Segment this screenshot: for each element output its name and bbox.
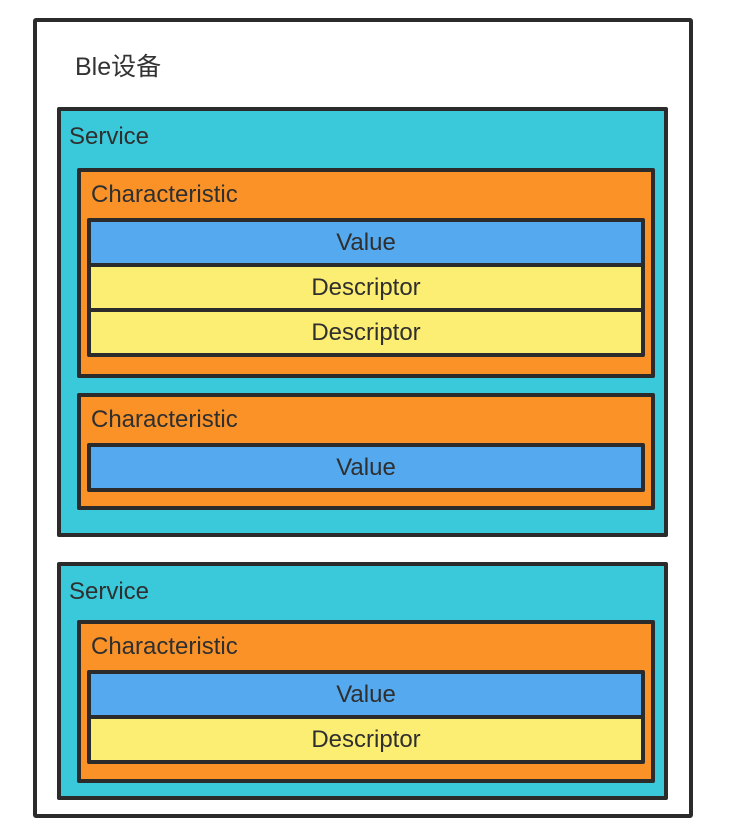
value-bar: Value	[87, 443, 645, 492]
descriptor-bar: Descriptor	[87, 715, 645, 764]
characteristic-box-1: Characteristic Value Descriptor Descript…	[77, 168, 655, 378]
characteristic-box-2: Characteristic Value	[77, 393, 655, 510]
characteristic-1-items: Value Descriptor Descriptor	[87, 218, 645, 357]
ble-device-box: Ble设备 Service Characteristic Value Descr…	[33, 18, 693, 818]
service-box-1: Service Characteristic Value Descriptor …	[57, 107, 668, 537]
characteristic-1-label: Characteristic	[91, 181, 238, 208]
service-1-label: Service	[69, 123, 150, 150]
descriptor-bar: Descriptor	[87, 308, 645, 357]
characteristic-box-3: Characteristic Value Descriptor	[77, 620, 655, 783]
characteristic-3-label: Characteristic	[91, 633, 238, 660]
characteristic-2-items: Value	[87, 443, 645, 492]
service-2-label: Service	[69, 578, 150, 605]
service-box-2: Service Characteristic Value Descriptor	[57, 562, 668, 800]
characteristic-3-items: Value Descriptor	[87, 670, 645, 764]
characteristic-2-label: Characteristic	[91, 406, 238, 433]
value-bar: Value	[87, 218, 645, 267]
value-bar: Value	[87, 670, 645, 719]
descriptor-bar: Descriptor	[87, 263, 645, 312]
ble-device-title: Ble设备	[75, 53, 162, 81]
